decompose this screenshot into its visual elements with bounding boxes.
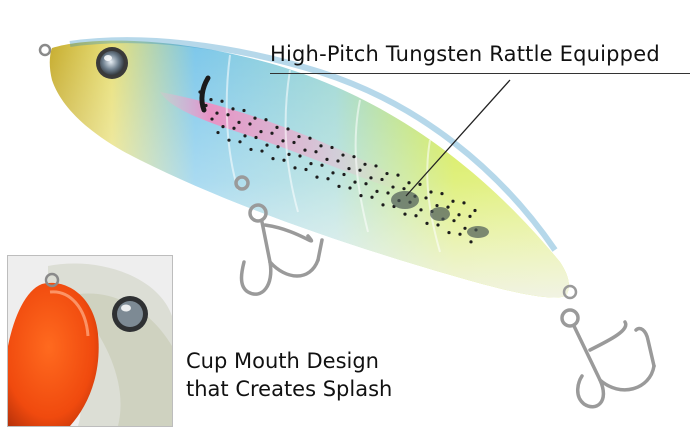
treble-hook-rear — [560, 308, 656, 409]
cup-mouth-icon — [8, 256, 172, 426]
lure-dots — [198, 90, 478, 244]
eye-icon — [96, 47, 128, 79]
line-tie-ring — [38, 43, 52, 57]
rattle-chamber — [391, 191, 489, 238]
lure-body — [49, 37, 569, 298]
cup-mouth-line-2: that Creates Splash — [186, 377, 393, 401]
treble-hook-front — [234, 175, 324, 296]
tail-ring — [562, 284, 578, 300]
cup-mouth-callout: Cup Mouth Design that Creates Splash — [186, 347, 392, 403]
cup-mouth-line-1: Cup Mouth Design — [186, 349, 379, 373]
rattle-underline — [270, 73, 690, 74]
rattle-callout: High-Pitch Tungsten Rattle Equipped — [270, 42, 660, 66]
rattle-pointer-line — [405, 79, 511, 197]
cup-mouth-inset — [7, 255, 173, 427]
